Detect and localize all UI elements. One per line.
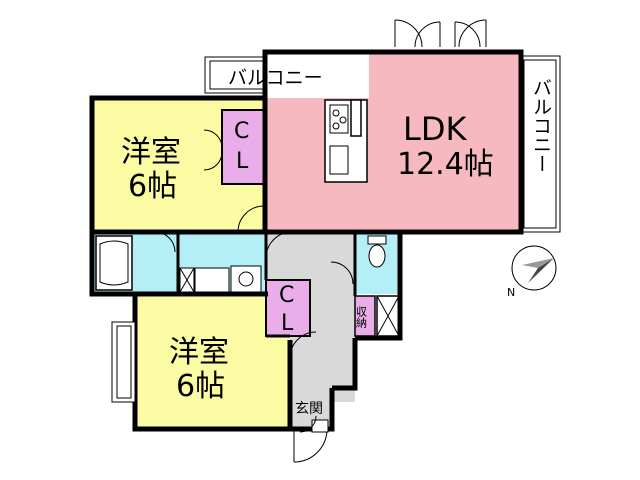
balcony-top-label: バルコニー — [228, 67, 323, 89]
toilet-fixture — [367, 235, 387, 268]
closet-2 — [265, 279, 311, 337]
compass-icon: N — [507, 245, 557, 299]
ldk-size: 12.4帖 — [397, 147, 494, 182]
laundry-area — [179, 265, 262, 293]
compass-north-label: N — [507, 286, 515, 299]
entrance-door — [293, 419, 329, 463]
balcony-right-label: バルコニー — [530, 78, 552, 173]
western-room-2-size: 6帖 — [176, 369, 225, 404]
western-room-1-size: 6帖 — [128, 169, 177, 204]
window-west — [111, 321, 136, 403]
closet-1-l: L — [236, 149, 249, 174]
walls — [89, 49, 524, 432]
ldk-name: LDK — [403, 110, 467, 148]
closet-2-c: C — [279, 283, 294, 308]
balcony-right — [519, 55, 561, 233]
entrance-label: 玄関 — [295, 400, 323, 417]
closet-1 — [221, 109, 267, 185]
closet-1-c: C — [234, 119, 249, 144]
closet-2-l: L — [281, 311, 294, 336]
ldk-balcony-doors — [394, 19, 487, 48]
western-room-2-name: 洋室 — [169, 335, 229, 370]
bathtub — [95, 235, 133, 291]
storage-cabinet — [376, 295, 400, 337]
door-swings — [154, 129, 354, 433]
storage-label: 収納 — [355, 306, 368, 329]
western-room-1-name: 洋室 — [121, 135, 181, 170]
kitchen-counter — [324, 99, 368, 183]
inner-walls — [176, 232, 357, 338]
western-room-2 — [135, 297, 290, 429]
